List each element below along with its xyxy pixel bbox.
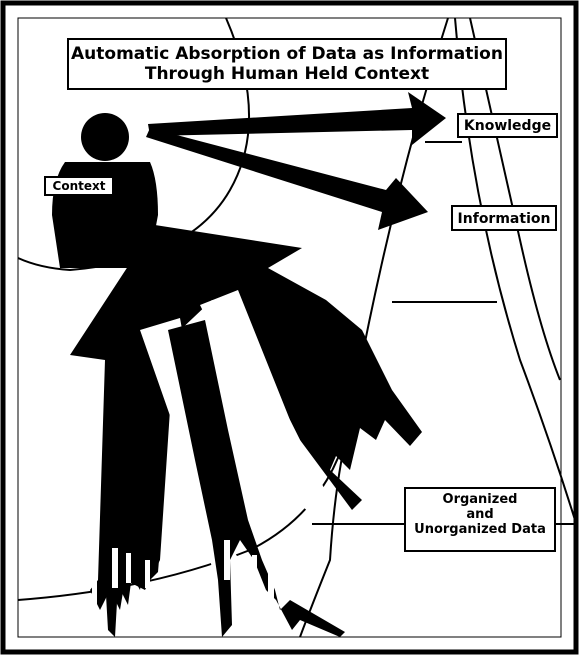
information-label-text: Information [457, 211, 551, 227]
arrow-to-knowledge [148, 92, 446, 145]
knowledge-label-text: Knowledge [463, 118, 552, 134]
context-label-text: Context [52, 179, 106, 193]
title-line-1: Automatic Absorption of Data as Informat… [71, 44, 503, 64]
knowledge-label: Knowledge [457, 113, 558, 138]
pyramid-right-edge [454, 17, 576, 521]
data-streams-arrow [70, 225, 422, 637]
data-label-line-2: and [466, 506, 494, 522]
title-line-2: Through Human Held Context [144, 63, 430, 84]
information-label: Information [451, 205, 557, 231]
data-label-line-1: Organized [442, 492, 518, 507]
arrow-to-information [146, 128, 428, 230]
context-label: Context [44, 176, 114, 196]
data-label: Organized and Unorganized Data [404, 487, 556, 552]
diagram-title: Automatic Absorption of Data as Informat… [67, 38, 507, 90]
data-label-line-3: Unorganized Data [414, 521, 546, 537]
context-sphere-curve [17, 17, 250, 272]
